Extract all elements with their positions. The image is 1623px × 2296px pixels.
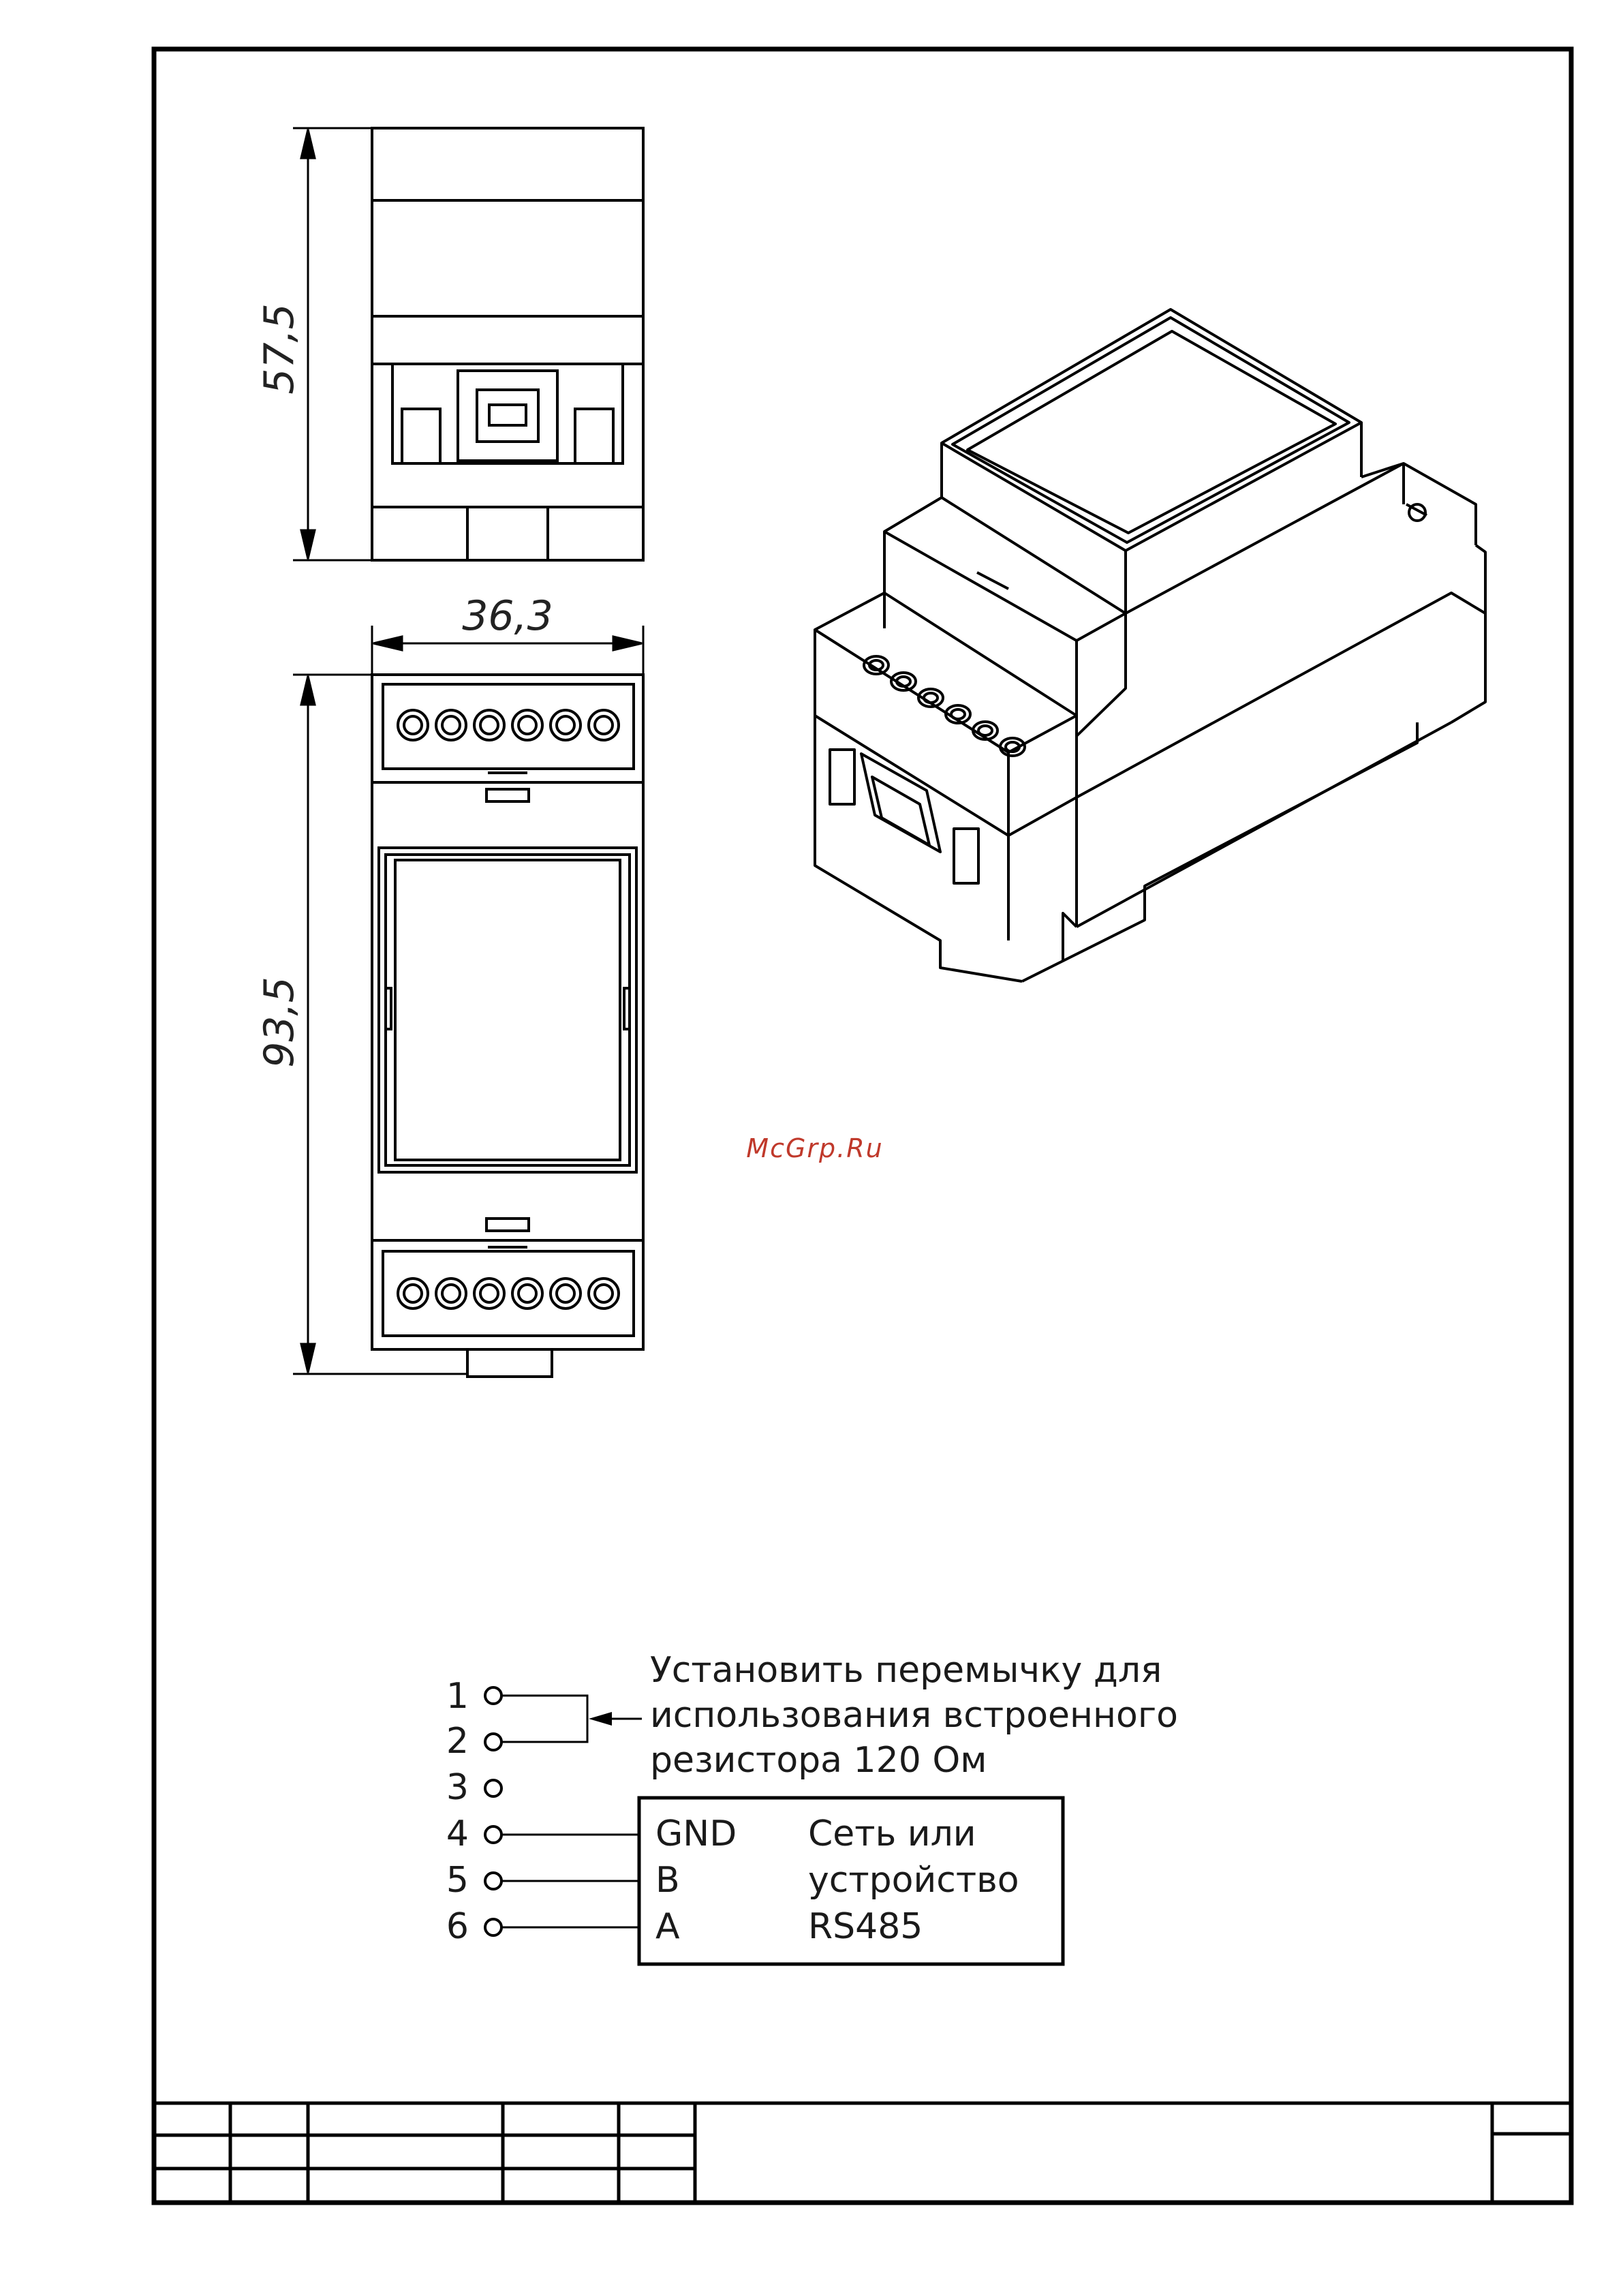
title-block [154, 2103, 1571, 2203]
network-label-line-3: RS485 [808, 1906, 923, 1947]
dim-label-36-3: 36,3 [462, 592, 553, 640]
pin-3-label: 3 [446, 1767, 469, 1808]
network-label-line-2: устройство [808, 1860, 1019, 1901]
signal-gnd: GND [655, 1813, 737, 1854]
jumper-note-line-3: резистора 120 Ом [650, 1740, 987, 1781]
dim-height-top [293, 128, 372, 560]
top-view [372, 128, 643, 560]
network-label-line-1: Сеть или [808, 1813, 976, 1854]
jumper-note-line-2: использования встроенного [650, 1695, 1178, 1736]
terminal-row-bottom [398, 1279, 619, 1308]
dim-label-93-5: 93,5 [256, 977, 303, 1068]
dim-label-57-5: 57,5 [256, 303, 303, 395]
watermark: McGrp.Ru [746, 1133, 883, 1163]
pin-1-label: 1 [446, 1676, 469, 1717]
usb-port-top [458, 371, 557, 461]
pin-2-label: 2 [446, 1721, 469, 1762]
pin-5-label: 5 [446, 1860, 469, 1901]
terminal-row-top [398, 710, 619, 740]
signal-a: A [655, 1906, 680, 1947]
pin-4-label: 4 [446, 1813, 469, 1854]
signal-b: B [655, 1860, 680, 1901]
jumper-note-line-1: Установить перемычку для [650, 1650, 1162, 1691]
iso-terminal-holes [864, 656, 1025, 756]
wiring-diagram: 1 2 3 4 5 6 Установить перемычку для [446, 1650, 1178, 1964]
isometric-view [815, 309, 1485, 981]
front-view [372, 675, 643, 1377]
pin-6-label: 6 [446, 1906, 469, 1947]
